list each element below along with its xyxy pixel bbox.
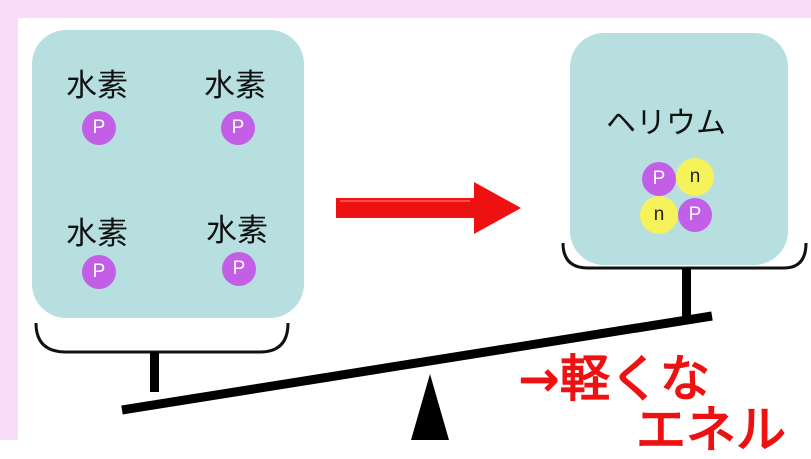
helium-proton-2: P [678,198,712,232]
helium-neutron-2: n [642,198,676,232]
proton-ball-1: P [82,111,116,145]
proton-ball-3: P [82,255,116,289]
annotation-line-2: エネル [636,401,786,459]
hydrogen-label-1: 水素 [66,68,128,104]
proton-ball-2: P [221,111,255,145]
hydrogen-group-box [32,30,304,318]
helium-neutron-1: n [678,160,712,194]
annotation-line-1: →軽くな [518,350,710,408]
proton-ball-4: P [222,252,256,286]
scale-beam [121,311,713,415]
page-border-top [0,0,811,18]
hydrogen-label-2: 水素 [204,68,266,104]
reaction-arrow [336,182,521,234]
diagram-graphics [34,182,808,440]
left-scale-post [150,352,159,392]
scale-fulcrum [411,374,449,440]
right-brace [561,242,808,270]
hydrogen-label-4: 水素 [206,213,268,249]
helium-group-box [570,33,788,265]
left-brace [34,322,290,354]
hydrogen-label-3: 水素 [66,216,128,252]
page-border-left [0,0,18,440]
helium-label: ヘリウム [606,106,726,141]
right-scale-post [682,268,691,316]
helium-proton-1: P [642,162,676,196]
